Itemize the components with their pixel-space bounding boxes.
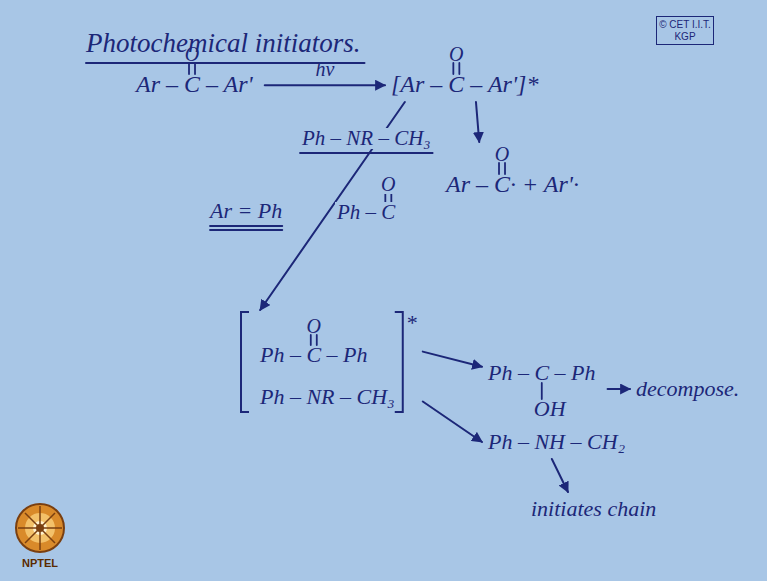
logo-text: NPTEL: [22, 558, 58, 569]
formula-node: initiates chain: [525, 492, 668, 526]
underline: [210, 225, 282, 227]
formula-text: Ph – NR – CH₃: [260, 386, 395, 408]
formula-text: Ph – NH – CH₂: [488, 431, 625, 453]
crossed-out-note: Ph – NR – CH₃: [300, 128, 433, 149]
underline: [300, 152, 433, 154]
reaction-arrow: [608, 388, 630, 390]
formula-text: [Ar – C – Ar']*: [391, 72, 538, 96]
formula-text: Ar – C – Ar': [136, 72, 253, 96]
reaction-arrow: [476, 102, 479, 142]
formula-node: decompose.: [630, 372, 751, 406]
single-bond: [541, 383, 543, 399]
formula-text: Ph – C – Ph: [488, 362, 596, 384]
formula-text: OH: [534, 398, 566, 420]
carbonyl-oxygen: O: [307, 316, 321, 336]
formula-node: O Ar – C· + Ar'·: [440, 142, 591, 202]
reaction-arrow: [265, 84, 385, 86]
slide-title: Photochemical initiators.: [86, 30, 360, 57]
formula-text: Ar – C· + Ar'·: [446, 172, 579, 196]
bracket: [241, 312, 403, 412]
carbonyl-oxygen: O: [449, 44, 463, 64]
carbonyl-oxygen: O: [495, 144, 509, 164]
formula-text: initiates chain: [531, 498, 656, 520]
reaction-arrow: [423, 352, 482, 367]
note: Ar = Ph: [210, 200, 282, 222]
formula-node: O Ph – C – Ph Ph – NR – CH₃ *: [238, 310, 423, 414]
reaction-arrow: [423, 402, 482, 442]
carbonyl-oxygen: O: [379, 174, 397, 194]
formula-node: Ph – C – Ph OH: [482, 352, 608, 426]
formula-node: Ph – NH – CH₂: [482, 425, 637, 459]
carbonyl-oxygen: O: [185, 44, 199, 64]
formula-text: *: [406, 312, 417, 334]
formula-node: O Ar – C – Ar': [130, 42, 265, 102]
reaction-arrow: [552, 459, 568, 492]
formula-text: Ph – C – Ph: [260, 344, 368, 366]
underline: [210, 229, 282, 231]
nptel-logo: [16, 504, 64, 552]
copyright-box: © CET I.I.T. KGP: [656, 16, 714, 45]
formula-node: O [Ar – C – Ar']*: [385, 42, 550, 102]
formula-text: decompose.: [636, 378, 739, 400]
edge-label: hν: [315, 59, 334, 79]
crossed-out-note: Ph – C: [335, 202, 397, 223]
